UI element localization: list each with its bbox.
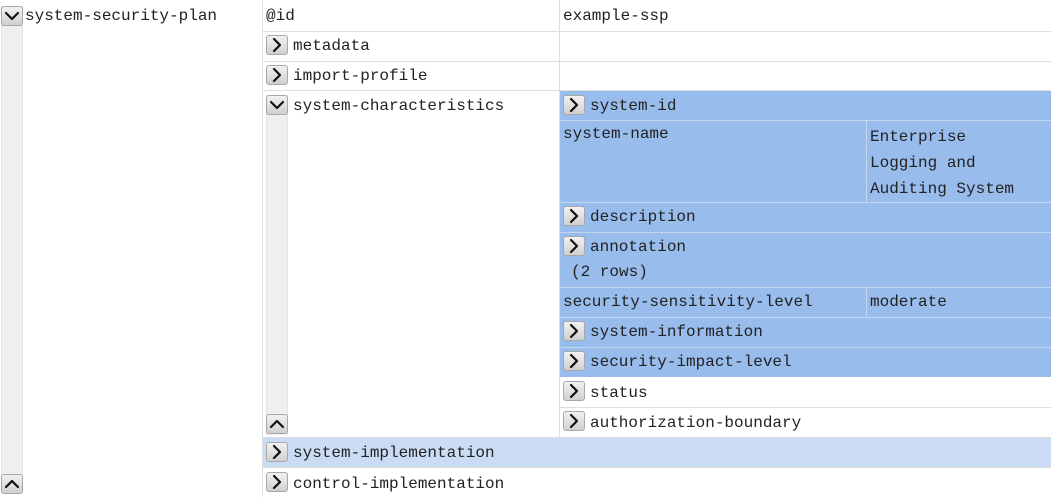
system-characteristics-collapse-rail[interactable] xyxy=(266,95,288,435)
chevron-right-icon xyxy=(272,37,282,53)
root-label: system-security-plan xyxy=(25,7,218,25)
chevron-up-icon xyxy=(269,419,285,429)
expand-import-profile-button[interactable] xyxy=(266,65,288,85)
chevron-right-icon xyxy=(569,208,579,224)
chevron-right-icon xyxy=(569,383,579,399)
system-name-value-line-1: Enterprise xyxy=(870,128,967,146)
expand-annotation-button[interactable] xyxy=(563,236,585,256)
chevron-down-icon xyxy=(269,100,285,110)
expand-security-impact-level-button[interactable] xyxy=(563,351,585,371)
collapse-system-characteristics-button[interactable] xyxy=(266,95,288,115)
chevron-right-icon xyxy=(272,67,282,83)
annotation-label: annotation xyxy=(590,238,687,256)
chevron-right-icon xyxy=(569,323,579,339)
import-profile-label: import-profile xyxy=(293,67,428,85)
security-impact-level-label: security-impact-level xyxy=(590,353,792,371)
attribute-id-value: example-ssp xyxy=(563,7,669,25)
chevron-right-icon xyxy=(272,444,282,460)
metadata-label: metadata xyxy=(293,37,370,55)
control-implementation-label: control-implementation xyxy=(293,475,505,493)
expand-status-button[interactable] xyxy=(563,381,585,401)
system-implementation-row[interactable] xyxy=(263,438,1051,467)
chevron-down-icon xyxy=(4,11,20,21)
expand-authorization-boundary-button[interactable] xyxy=(563,411,585,431)
expand-system-information-button[interactable] xyxy=(563,321,585,341)
expand-system-implementation-button[interactable] xyxy=(266,442,288,462)
collapse-up-system-characteristics-button[interactable] xyxy=(266,414,288,434)
expand-description-button[interactable] xyxy=(563,206,585,226)
security-sensitivity-level-key: security-sensitivity-level xyxy=(563,293,813,311)
annotation-row-count: (2 rows) xyxy=(571,263,648,281)
system-characteristics-label: system-characteristics xyxy=(293,97,505,115)
expand-control-implementation-button[interactable] xyxy=(266,472,288,492)
system-name-value-line-3: Auditing System xyxy=(870,180,1015,198)
attribute-id-key: @id xyxy=(266,7,295,25)
system-name-key: system-name xyxy=(563,125,669,143)
system-id-label: system-id xyxy=(590,97,677,115)
root-collapse-button[interactable] xyxy=(1,6,23,26)
system-name-value-line-2: Logging and xyxy=(870,154,976,172)
authorization-boundary-label: authorization-boundary xyxy=(590,414,802,432)
expand-metadata-button[interactable] xyxy=(266,35,288,55)
selected-rows-block xyxy=(560,91,1051,377)
status-label: status xyxy=(590,384,648,402)
chevron-right-icon xyxy=(569,238,579,254)
security-sensitivity-level-value: moderate xyxy=(870,293,947,311)
chevron-up-icon xyxy=(4,479,20,489)
expand-system-id-button[interactable] xyxy=(563,95,585,115)
chevron-right-icon xyxy=(569,97,579,113)
system-information-label: system-information xyxy=(590,323,763,341)
chevron-right-icon xyxy=(569,353,579,369)
chevron-right-icon xyxy=(569,413,579,429)
system-implementation-label: system-implementation xyxy=(293,444,495,462)
root-collapse-rail[interactable] xyxy=(1,6,23,476)
description-label: description xyxy=(590,208,696,226)
root-collapse-up-button[interactable] xyxy=(1,474,23,494)
chevron-right-icon xyxy=(272,474,282,490)
